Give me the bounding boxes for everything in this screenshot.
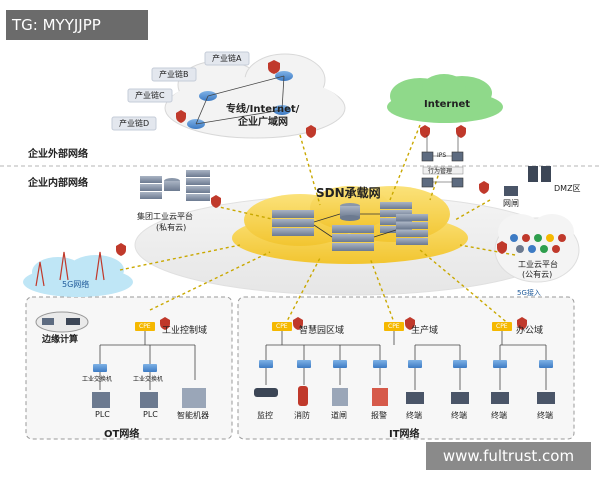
fiveg-access-label: 5G接入 [517, 289, 541, 297]
switch-label-2: 工业交换机 [133, 376, 164, 383]
public-cloud-label-1: 工业云平台 [518, 260, 558, 269]
behavior-label: 行为管理 [428, 168, 453, 175]
it-region [237, 296, 575, 440]
sdn-cloud-label: SDN承载网 [316, 186, 381, 200]
cpe-label-park: CPE [276, 323, 288, 330]
plc-label-1: PLC [95, 410, 110, 419]
cpe-label-ot: CPE [139, 323, 151, 330]
internal-network-label: 企业内部网络 [28, 178, 88, 189]
alarm-label: 报警 [371, 411, 387, 420]
ot-region [25, 296, 233, 440]
terminal-label-1: 终端 [406, 411, 422, 420]
ot-devices [92, 388, 206, 408]
terminal-label-4: 终端 [537, 411, 553, 420]
internet-cloud [387, 74, 503, 123]
sdn-core-devices [272, 202, 428, 251]
monitor-label: 监控 [257, 411, 273, 420]
terminal-label-3: 终端 [491, 411, 507, 420]
ot-tree [99, 331, 196, 390]
firewall-icons [116, 60, 527, 330]
edge-compute [35, 311, 89, 333]
wan-cloud-label-2: 企业广域网 [238, 117, 288, 128]
bottom-right-watermark: www.fultrust.com [426, 442, 591, 470]
external-network-label: 企业外部网络 [28, 149, 88, 160]
cpe-label-production: CPE [388, 323, 400, 330]
fiveg-towers [35, 251, 105, 287]
top-left-watermark: TG: MYYJJPP [6, 10, 148, 40]
chain-b-label: 产业链B [159, 70, 189, 79]
industrial-control-domain-label: 工业控制域 [162, 326, 208, 336]
chain-tags [111, 51, 250, 131]
dmz-label: DMZ区 [554, 184, 581, 193]
smart-park-domain-label: 智慧园区域 [299, 326, 345, 336]
ot-network-label: OT网络 [104, 429, 140, 440]
plc-label-2: PLC [143, 410, 158, 419]
behavior-bar [422, 166, 464, 175]
dmz-servers [504, 166, 551, 196]
cpe-boxes [135, 322, 512, 331]
production-domain-label: 生产域 [411, 326, 439, 336]
wan-routers [187, 71, 293, 129]
it-network-label: IT网络 [389, 429, 420, 440]
security-appliances [421, 135, 464, 188]
it-trees [265, 331, 547, 390]
it-switches [259, 360, 553, 368]
ot-switches [93, 364, 157, 372]
private-cloud-label-2: (私有云) [156, 223, 187, 232]
dashed-links [119, 124, 516, 326]
private-cloud-servers [140, 170, 210, 201]
chain-a-label: 产业链A [212, 54, 242, 63]
wan-cloud-label-1: 专线/Internet/ [226, 104, 300, 115]
cpe-label-office: CPE [496, 323, 508, 330]
chain-c-label: 产业链C [135, 91, 165, 100]
gateway-label: 网闸 [503, 199, 519, 208]
fiveg-cloud-label: 5G网络 [62, 280, 90, 289]
ips-label: IPS [437, 152, 447, 159]
public-cloud-app-icons [510, 234, 566, 253]
it-end-devices [254, 386, 555, 406]
office-domain-label: 办公域 [516, 326, 544, 336]
gate-label: 道闸 [331, 411, 347, 420]
chain-d-label: 产业链D [119, 119, 150, 128]
fire-label: 消防 [294, 411, 310, 420]
private-cloud-label-1: 集团工业云平台 [137, 212, 193, 221]
smart-machine-label: 智能机器 [177, 411, 209, 420]
edge-compute-label: 边缘计算 [42, 335, 79, 345]
fiveg-cloud [23, 255, 133, 297]
terminal-label-2: 终端 [451, 411, 467, 420]
switch-label-1: 工业交换机 [82, 376, 113, 383]
internet-cloud-label: Internet [424, 99, 471, 110]
public-cloud-label-2: (公有云) [522, 270, 553, 279]
